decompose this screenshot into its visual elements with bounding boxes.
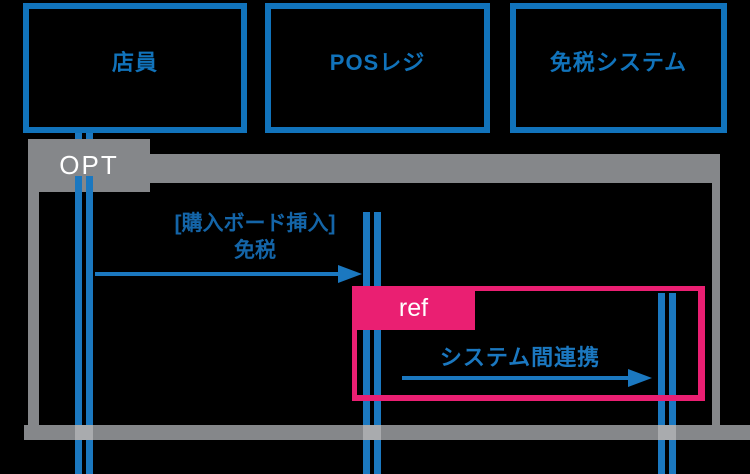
message1-label: [購入ボード挿入] 免税: [140, 210, 370, 265]
message1-label-line1: [購入ボード挿入]: [174, 212, 336, 235]
ref-frame-top-border: [475, 286, 705, 291]
message2-arrow-shaft: [402, 376, 630, 380]
ref-fragment-label-text: ref: [398, 293, 429, 322]
actor-label-clerk: 店員: [111, 50, 158, 75]
lifeline-taxfree-bar-left: [658, 293, 665, 474]
opt-frame-bottom-border: [24, 425, 750, 440]
opt-frame-right-border: [712, 154, 720, 440]
opt-frame-top-border: [150, 154, 718, 183]
message1-label-line2: 免税: [234, 239, 276, 263]
message2-arrowhead-right-icon: [628, 369, 652, 387]
opt-fragment-label: OPT: [28, 139, 150, 192]
lifeline-clerk-bar-right: [86, 133, 93, 474]
opt-frame-left-border: [28, 139, 39, 440]
lifeline-crossing-mark: [75, 425, 93, 440]
message1-arrowhead-right-icon: [338, 265, 362, 283]
lifeline-crossing-mark: [658, 425, 676, 440]
lifeline-clerk-bar-left: [75, 133, 82, 474]
actor-box-pos-register: POSレジ: [265, 3, 490, 133]
lifeline-pos-bar-right: [374, 212, 381, 474]
message1-arrow-shaft: [95, 272, 340, 276]
ref-frame-bottom-border: [352, 395, 705, 401]
actor-label-pos-register: POSレジ: [329, 50, 426, 75]
opt-fragment-label-text: OPT: [59, 150, 119, 180]
ref-frame-right-border: [698, 286, 705, 401]
ref-frame-left-border: [352, 286, 357, 401]
lifeline-clerk-overlay-left: [75, 176, 82, 192]
actor-box-taxfree-system: 免税システム: [510, 3, 727, 133]
lifeline-crossing-mark: [363, 425, 381, 440]
ref-fragment-label: ref: [352, 286, 475, 330]
message2-label: システム間連携: [439, 345, 601, 370]
actor-label-taxfree-system: 免税システム: [549, 50, 688, 75]
lifeline-pos-bar-left: [363, 212, 370, 474]
lifeline-taxfree-bar-right: [669, 293, 676, 474]
actor-box-clerk: 店員: [23, 3, 247, 133]
lifeline-clerk-overlay-right: [86, 176, 93, 192]
